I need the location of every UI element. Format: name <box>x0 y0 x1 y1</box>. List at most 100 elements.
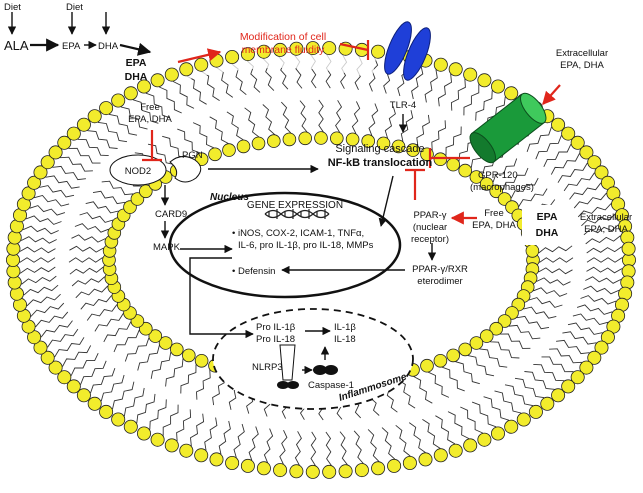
lipid-head <box>525 244 540 258</box>
lipid-head <box>587 155 602 170</box>
lipid-tail <box>464 349 495 377</box>
label-extracellular-top-2: EPA, DHA <box>560 60 604 71</box>
lipid-head <box>99 404 114 419</box>
lipid-tail <box>13 246 56 254</box>
lipid-tail <box>514 377 548 405</box>
lipid-tail <box>12 257 56 263</box>
lipid-head <box>528 404 543 419</box>
lipid-head <box>256 461 271 476</box>
lipid-tail <box>200 417 218 456</box>
lipid-tail <box>137 342 166 371</box>
lipid-tail <box>157 404 179 441</box>
lipid-tail <box>580 295 623 306</box>
lipid-head <box>87 396 102 411</box>
lipid-tail <box>33 182 75 198</box>
lipid-tail <box>16 225 59 235</box>
lipid-head <box>570 370 585 385</box>
lipid-head <box>489 321 504 336</box>
lipid-tail <box>496 167 529 192</box>
lipid-tail <box>94 374 125 405</box>
lipid-tail <box>439 360 465 392</box>
lipid-tail <box>216 420 231 460</box>
lipid-head <box>458 163 473 178</box>
lipid-head <box>469 336 484 350</box>
label-pro-il1b: Pro IL-1β <box>256 322 296 333</box>
nlrp3-complex <box>277 344 299 389</box>
lipid-head <box>433 353 448 368</box>
nucleus-membrane <box>168 191 402 299</box>
lipid-head <box>446 348 461 363</box>
label-extracellular-top-1: Extracellular <box>556 48 608 59</box>
lipid-tail <box>527 286 568 297</box>
lipid-tail <box>117 100 148 130</box>
label-gene-expression: GENE EXPRESSION <box>247 200 343 211</box>
lipid-tail <box>447 411 471 446</box>
lipid-tail <box>75 285 115 299</box>
lipid-tail <box>40 172 80 189</box>
lipid-head <box>136 79 151 94</box>
label-modification-2: membrane fluidity <box>242 44 326 56</box>
label-signaling-2: NF-kB translocation <box>328 157 433 169</box>
lipid-tail <box>518 304 557 319</box>
lipid-head <box>164 438 179 453</box>
lipid-head <box>87 109 102 124</box>
dna-helix-icon <box>264 209 330 219</box>
lipid-tail <box>130 93 159 124</box>
lipid-head <box>371 44 386 59</box>
lipid-head <box>420 358 434 373</box>
lipid-tail <box>543 142 578 167</box>
lipid-head <box>273 463 288 478</box>
caspase1-complex <box>313 365 338 375</box>
inhibit-ppar-signal <box>405 168 425 200</box>
lipid-tail <box>504 384 537 413</box>
lipid-head <box>479 177 494 191</box>
lipid-tail <box>583 285 626 295</box>
lipid-tail <box>263 428 274 469</box>
lipid-head <box>76 388 91 403</box>
label-diet-1: Diet <box>4 2 21 13</box>
label-free-right-2: EPA, DHA <box>472 220 516 231</box>
lipid-tail <box>40 328 79 349</box>
lipid-head <box>179 443 194 458</box>
lipid-tail <box>440 126 462 160</box>
lipid-head <box>57 370 72 385</box>
lipid-head <box>477 432 492 447</box>
lipid-tail <box>177 128 203 160</box>
lipid-head <box>123 86 138 101</box>
lipid-head <box>469 170 484 184</box>
label-diet-2: Diet <box>66 2 83 13</box>
lipid-head <box>489 184 504 199</box>
lipid-head <box>48 360 63 375</box>
lipid-tail <box>69 245 110 253</box>
lipid-head <box>150 73 165 88</box>
label-nucleus: Nucleus <box>210 192 249 203</box>
label-epa-right: EPA <box>537 211 558 223</box>
lipid-head <box>305 41 320 56</box>
lipid-head <box>329 131 344 146</box>
lipid-tail <box>550 151 587 175</box>
lipid-tail <box>55 152 93 172</box>
lipid-tail <box>101 180 138 200</box>
lipid-head <box>194 57 209 72</box>
lipid-tail <box>471 401 499 434</box>
lipid-head <box>298 131 313 146</box>
lipid-head <box>66 126 81 141</box>
lipid-tail <box>124 335 156 362</box>
lipid-tail <box>74 223 115 234</box>
lipid-head <box>266 134 281 148</box>
label-epa-left: EPA <box>126 57 147 69</box>
lipid-tail <box>23 203 66 216</box>
lipid-tail <box>460 406 485 440</box>
lipid-head <box>33 165 48 180</box>
arrow-epa-dha-modification <box>177 48 222 64</box>
lipid-head <box>391 139 406 154</box>
lipid-tail <box>381 427 396 466</box>
lipid-tail <box>171 74 195 109</box>
label-extracellular-right-1: Extracellular <box>580 212 632 223</box>
lipid-head <box>76 117 91 132</box>
lipid-tail <box>92 190 131 208</box>
lipid-tail <box>523 295 563 308</box>
lipid-tail <box>83 367 116 396</box>
lipid-head <box>240 458 255 473</box>
